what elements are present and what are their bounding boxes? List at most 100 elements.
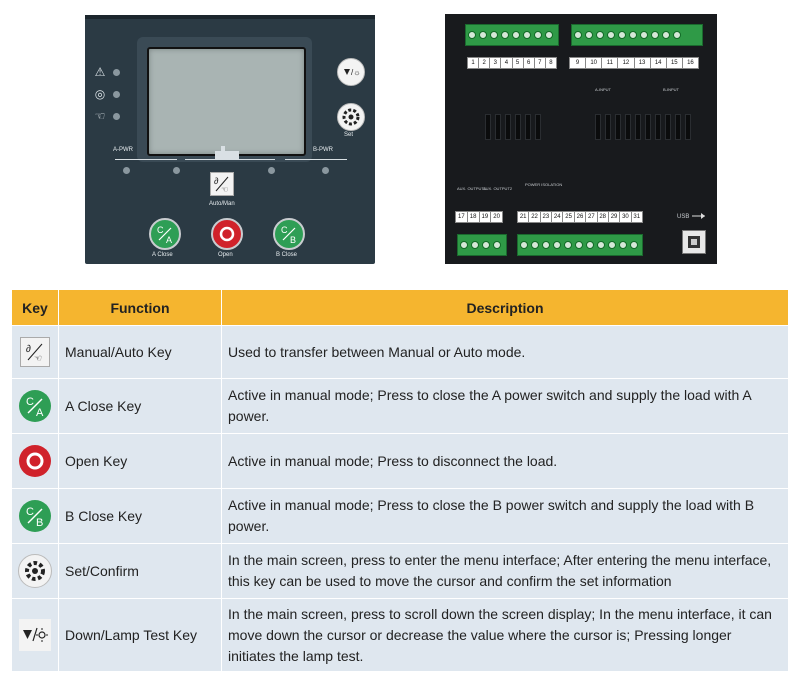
a-pwr-label: A-PWR xyxy=(113,147,133,153)
terminal-block-17-20 xyxy=(457,234,507,256)
alarm-warning-icon: ⚠ xyxy=(94,65,106,79)
aux-output2-label: AUX. OUTPUT2 xyxy=(483,186,513,191)
header-function: Function xyxy=(58,289,222,326)
usb-port[interactable] xyxy=(682,230,706,254)
table-header-row: Key Function Description xyxy=(11,289,789,326)
auto-led xyxy=(113,91,120,98)
b-switch-led xyxy=(268,167,275,174)
vent-slot xyxy=(675,114,681,140)
usb-b-socket-icon xyxy=(688,236,700,248)
auto-man-label: Auto/Man xyxy=(209,201,235,207)
table-row: ∂☜ Manual/Auto Key Used to transfer betw… xyxy=(11,325,789,379)
vent-slot xyxy=(655,114,661,140)
terminal-block-21-31 xyxy=(517,234,643,256)
vent-slot xyxy=(605,114,611,140)
vent-slot xyxy=(665,114,671,140)
usb-icon xyxy=(692,213,705,219)
svg-text:∂: ∂ xyxy=(214,176,219,186)
description-cell: Active in manual mode; Press to disconne… xyxy=(221,433,789,489)
load-bus-line xyxy=(185,159,275,160)
vent-slot xyxy=(685,114,691,140)
manual-led xyxy=(113,113,120,120)
down-lamp-test-key[interactable]: /☼ xyxy=(337,58,365,86)
svg-text:C: C xyxy=(157,225,164,235)
aux-output1-label: AUX. OUTPUT1 xyxy=(457,186,487,191)
usb-label: USB xyxy=(677,214,690,220)
manual-auto-icon: ∂☜ xyxy=(20,337,50,367)
svg-text:/☼: /☼ xyxy=(351,68,361,77)
function-cell: B Close Key xyxy=(58,488,222,544)
down-lamp-test-icon xyxy=(19,619,51,651)
hand-mode-icon: ☜ xyxy=(94,109,106,123)
auto-mode-icon: ◎ xyxy=(94,87,106,101)
svg-text:☜: ☜ xyxy=(221,185,228,194)
header-description: Description xyxy=(221,289,789,326)
alarm-led xyxy=(113,69,120,76)
vent-slot xyxy=(625,114,631,140)
function-cell: Open Key xyxy=(58,433,222,489)
power-isolation-label: POWER ISOLATION xyxy=(525,182,563,187)
description-cell: In the main screen, press to enter the m… xyxy=(221,543,789,599)
b-close-icon: CB xyxy=(281,225,296,245)
open-label: Open xyxy=(218,252,233,258)
b-close-label: B Close xyxy=(276,252,298,258)
svg-text:A: A xyxy=(36,407,44,419)
open-icon xyxy=(19,445,51,477)
vent-slot xyxy=(535,114,541,140)
svg-text:C: C xyxy=(281,225,288,235)
a-input-label: A-INPUT xyxy=(595,87,611,92)
vent-slot xyxy=(485,114,491,140)
b-bus-line xyxy=(285,159,347,160)
table-row: Down/Lamp Test Key In the main screen, p… xyxy=(11,598,789,672)
open-key[interactable] xyxy=(211,218,243,250)
description-cell: Active in manual mode; Press to close th… xyxy=(221,378,789,434)
b-pwr-label: B-PWR xyxy=(313,147,333,153)
function-cell: Down/Lamp Test Key xyxy=(58,598,222,672)
vent-slot xyxy=(595,114,601,140)
load-building-icon xyxy=(215,146,239,159)
panel-top-edge xyxy=(85,15,375,19)
function-cell: A Close Key xyxy=(58,378,222,434)
key-cell xyxy=(11,598,59,672)
key-cell xyxy=(11,543,59,599)
terminal-block-1-8 xyxy=(465,24,559,46)
description-cell: In the main screen, press to scroll down… xyxy=(221,598,789,672)
lcd-bezel xyxy=(137,37,312,162)
auto-man-key[interactable]: ∂☜ xyxy=(210,172,234,196)
function-cell: Manual/Auto Key xyxy=(58,325,222,379)
lcd-screen xyxy=(147,47,306,156)
description-cell: Used to transfer between Manual or Auto … xyxy=(221,325,789,379)
key-cell: ∂☜ xyxy=(11,325,59,379)
a-switch-led xyxy=(173,167,180,174)
open-icon xyxy=(219,226,235,242)
svg-text:A: A xyxy=(166,235,172,245)
svg-text:C: C xyxy=(26,396,34,408)
table-row: Set/Confirm In the main screen, press to… xyxy=(11,543,789,599)
svg-text:∂: ∂ xyxy=(26,344,31,355)
down-lamp-test-icon: /☼ xyxy=(344,68,361,77)
svg-text:B: B xyxy=(36,517,43,529)
terminal-block-9-16 xyxy=(571,24,703,46)
gear-icon xyxy=(342,108,360,126)
vent-slot xyxy=(615,114,621,140)
vent-slot xyxy=(505,114,511,140)
set-confirm-key[interactable] xyxy=(337,103,365,131)
a-bus-line xyxy=(115,159,177,160)
header-key: Key xyxy=(11,289,59,326)
vent-slot xyxy=(635,114,641,140)
vent-slot xyxy=(515,114,521,140)
description-cell: Active in manual mode; Press to close th… xyxy=(221,488,789,544)
key-function-table: Key Function Description ∂☜ Manual/Auto … xyxy=(11,289,789,672)
